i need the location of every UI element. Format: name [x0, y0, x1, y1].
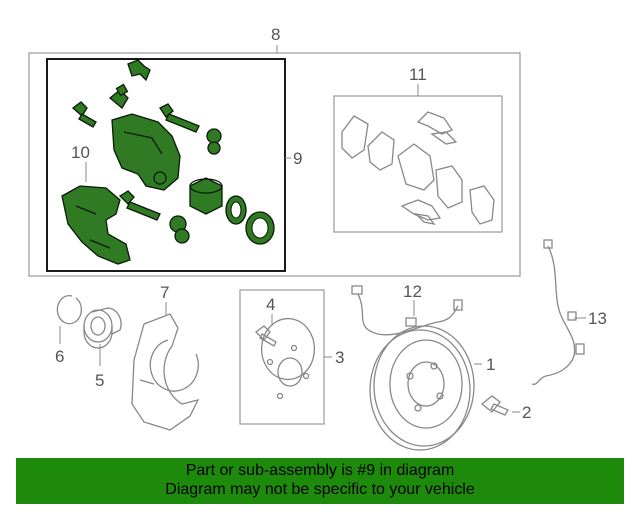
callout-12[interactable]: 12	[403, 282, 422, 301]
snap-ring-6[interactable]	[56, 295, 82, 325]
brake-rotor-1[interactable]	[369, 325, 475, 451]
callout-4[interactable]: 4	[266, 295, 275, 314]
abs-sensor-13[interactable]	[531, 239, 585, 385]
brake-pads-11[interactable]	[341, 111, 495, 225]
callout-10[interactable]: 10	[71, 143, 90, 162]
callout-7[interactable]: 7	[160, 283, 169, 302]
callout-8[interactable]: 8	[271, 25, 280, 44]
callout-11[interactable]: 11	[409, 65, 427, 84]
callout-2[interactable]: 2	[522, 403, 531, 422]
callout-9[interactable]: 9	[293, 149, 302, 168]
caliper-assembly-9[interactable]	[61, 59, 275, 265]
callout-5[interactable]: 5	[95, 371, 104, 390]
pad-box-11	[333, 95, 503, 233]
banner-line-1: Part or sub-assembly is #9 in diagram	[185, 462, 455, 479]
banner-line-2: Diagram may not be specific to your vehi…	[165, 481, 475, 498]
callout-1[interactable]: 1	[486, 355, 495, 374]
info-banner: Part or sub-assembly is #9 in diagram Di…	[16, 458, 624, 504]
brake-hose-12[interactable]	[351, 285, 463, 336]
wheel-bearing-5[interactable]	[83, 307, 122, 349]
callout-13[interactable]: 13	[588, 309, 607, 328]
callout-3[interactable]: 3	[335, 348, 344, 367]
rotor-screw-2[interactable]	[480, 395, 509, 416]
wheel-hub-3[interactable]	[260, 317, 316, 400]
caliper-box-9	[46, 58, 286, 272]
callout-6[interactable]: 6	[55, 347, 64, 366]
assembly-box-8	[28, 52, 521, 277]
hub-box-3	[239, 289, 325, 425]
dust-shield-7[interactable]	[131, 313, 200, 431]
wheel-stud-4[interactable]	[255, 325, 277, 347]
